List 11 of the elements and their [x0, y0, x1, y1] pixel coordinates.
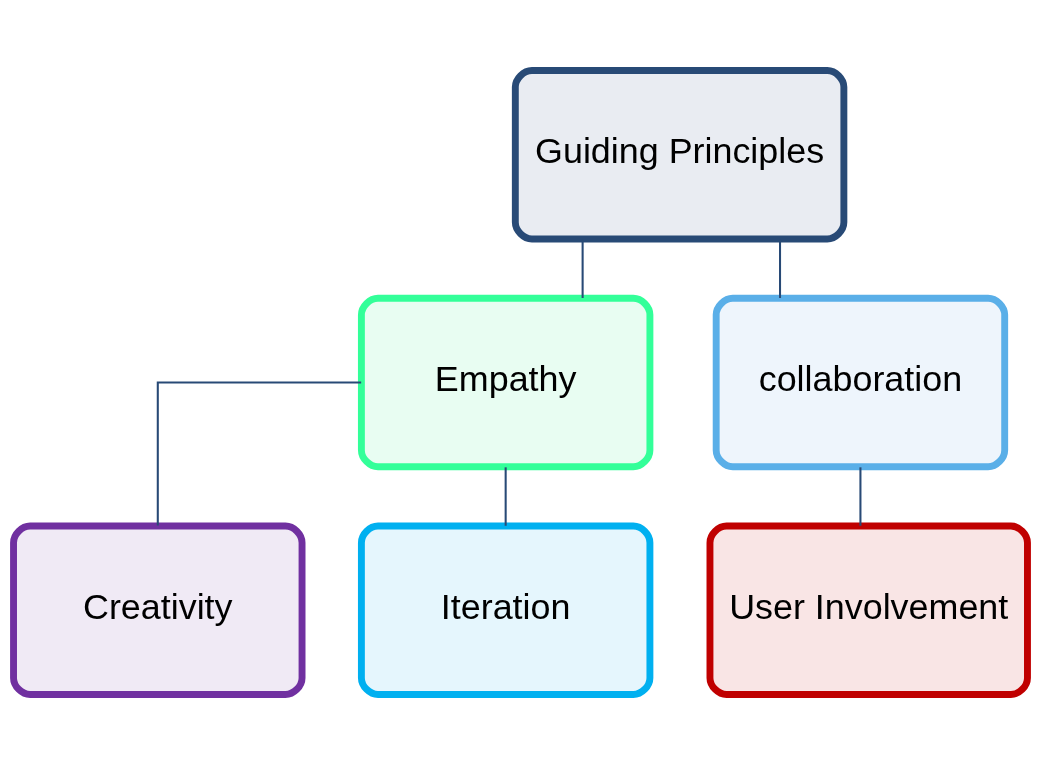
node-box: collaboration	[712, 294, 1009, 471]
connector	[504, 467, 507, 526]
node-box: Creativity	[10, 522, 306, 698]
connector	[779, 239, 782, 298]
node-box: User Involvement	[706, 522, 1031, 698]
node-box: Guiding Principles	[511, 67, 848, 243]
node-box: Empathy	[357, 294, 654, 471]
node-box: Iteration	[357, 522, 654, 698]
connector	[156, 381, 362, 526]
connector	[859, 467, 862, 526]
connector	[581, 239, 584, 298]
